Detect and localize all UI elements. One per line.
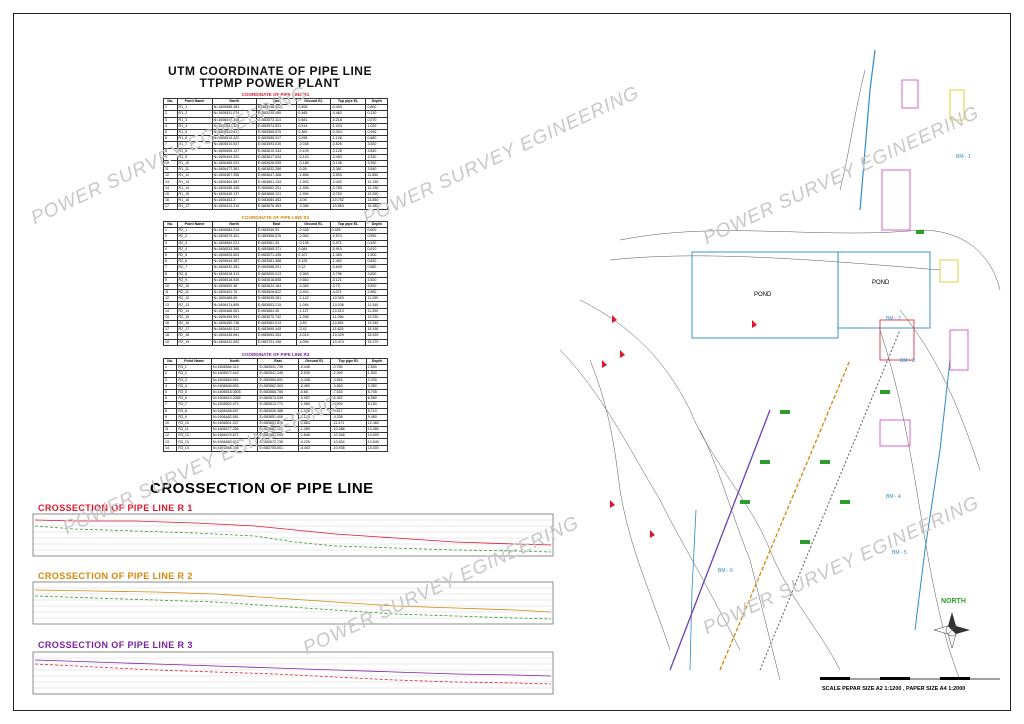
- table-cell: E=583676.453: [255, 203, 298, 211]
- building-yellow-2: [939, 259, 959, 283]
- scale-note: SCALE PEPAR SIZE A2 1:1200 , PAPER SIZE …: [822, 686, 966, 692]
- table-cell: -3.385: [296, 203, 331, 211]
- pipe-line-r1: [759, 329, 901, 671]
- table-cell: E=583705.601: [257, 444, 299, 452]
- bm6-label: BM - 6: [718, 568, 733, 574]
- bm2-label: BM - 2: [886, 316, 901, 322]
- north-label: NORTH: [941, 598, 966, 605]
- building-magenta-3: [879, 419, 911, 447]
- building-small-magenta: [901, 79, 919, 109]
- north-arrow-icon: [933, 612, 970, 649]
- table-cell: E=583701.196: [255, 338, 298, 346]
- water-line-north: [859, 49, 876, 211]
- crossection-title: CROSSECTION OF PIPE LINE: [150, 480, 374, 497]
- coordinate-table-r3: COORDINATE OF PIPE LINE R3 No.Point Name…: [162, 352, 389, 452]
- drawing-title: UTM COORDINATE OF PIPE LINE: [168, 64, 372, 78]
- crossection-r2-title: CROSSECTION OF PIPE LINE R 2: [38, 571, 193, 581]
- drawing-subtitle: TTPMP POWER PLANT: [199, 76, 341, 90]
- bm4-label: BM - 4: [886, 494, 901, 500]
- table-r2-caption: COORDINATE OF PIPE LINE R2: [241, 215, 310, 220]
- table-cell: 15.000: [365, 444, 389, 452]
- profile-r3: [32, 651, 554, 695]
- scale-bar: [820, 677, 1000, 680]
- bm5-label: BM - 5: [892, 550, 907, 556]
- site-plan-map: POND POND BM - 1 BM - 2 BM - 3 BM - 4 BM…: [559, 49, 1001, 681]
- bm1-label: BM - 1: [956, 154, 971, 160]
- water-line-south: [689, 509, 697, 671]
- coordinate-table-r2: COORDINATE OF PIPE LINE R2 No.Point Name…: [163, 215, 388, 346]
- table-cell: 14: [162, 444, 178, 452]
- pond-right-outline: [837, 251, 931, 329]
- building-yellow: [949, 89, 965, 121]
- table-r3-caption: COORDINATE OF PIPE LINE R3: [241, 352, 310, 357]
- drawing-frame: [13, 13, 1011, 711]
- table-cell: -4.094: [296, 338, 331, 346]
- building-red: [879, 319, 915, 361]
- table-cell: N=1606431.652: [211, 338, 257, 346]
- pond-right-label: POND: [872, 280, 890, 286]
- table-cell: -10.853: [329, 203, 367, 211]
- table-cell: 17: [163, 203, 178, 211]
- profile-r2: [32, 581, 554, 625]
- building-magenta: [881, 169, 911, 231]
- table-cell: -4.453: [297, 444, 332, 452]
- crossection-profiles: [32, 513, 554, 695]
- table-cell: -10.474: [329, 338, 367, 346]
- pipe-line-r3: [669, 409, 771, 671]
- table-cell: 15.380: [365, 203, 388, 211]
- table-cell: -10.938: [330, 444, 367, 452]
- table-cell: N=1606412.319: [211, 203, 257, 211]
- water-line-east: [914, 359, 951, 631]
- crossection-r1-title: CROSSECTION OF PIPE LINE R 1: [38, 503, 193, 513]
- pipe-line-r2: [719, 359, 851, 671]
- table-cell: 15.170: [365, 338, 388, 346]
- building-magenta-2: [949, 329, 969, 371]
- pond-left-label: POND: [754, 292, 772, 298]
- crossection-r3-title: CROSSECTION OF PIPE LINE R 3: [38, 640, 193, 650]
- table-cell: 19: [163, 338, 178, 346]
- table-cell: R2_19: [176, 338, 213, 346]
- table-r1-caption: COORDINATE OF PIPE LINE R1: [241, 92, 310, 97]
- point-markers: [740, 230, 924, 544]
- bm3-label: BM - 3: [900, 358, 915, 364]
- coordinate-table-r1: COORDINATE OF PIPE LINE R1 No.Point Name…: [163, 92, 388, 211]
- profile-r1: [32, 513, 554, 557]
- survey-flags: [602, 315, 757, 538]
- table-cell: R1_17: [176, 203, 213, 211]
